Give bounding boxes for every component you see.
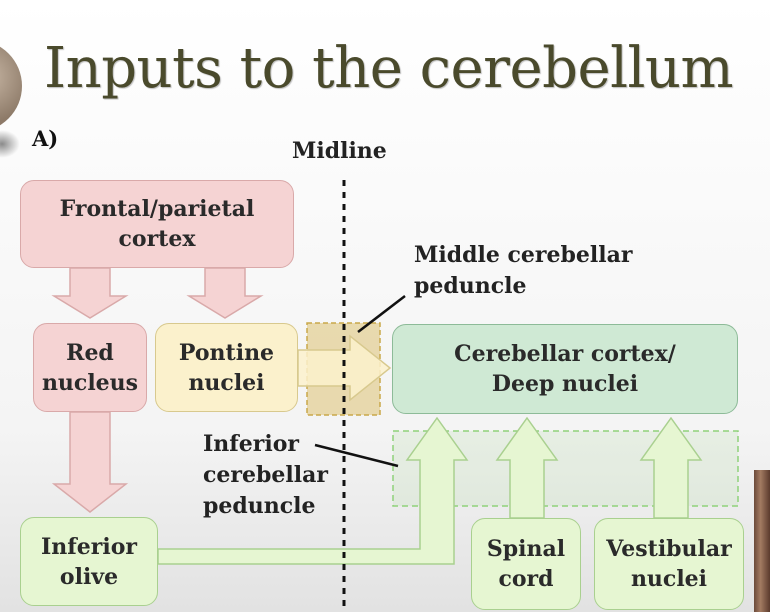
frontal-parietal-cortex-label: Frontal/parietal cortex (59, 196, 255, 252)
cerebellar-cortex-box: Cerebellar cortex/ Deep nuclei (392, 324, 738, 414)
frontal-parietal-cortex-box: Frontal/parietal cortex (20, 180, 294, 268)
vestibular-nuclei-box: Vestibular nuclei (594, 518, 744, 610)
arrow-olive-to-cerebellum (157, 416, 469, 565)
middle-peduncle-leader (357, 295, 406, 333)
vestibular-nuclei-label: Vestibular nuclei (606, 536, 732, 592)
red-nucleus-box: Red nucleus (33, 323, 147, 412)
inferior-peduncle-leader (314, 443, 399, 468)
panel-letter: A) (32, 126, 59, 151)
middle-peduncle-label: Middle cerebellar peduncle (414, 242, 633, 299)
spinal-cord-box: Spinal cord (471, 518, 581, 610)
inferior-olive-label: Inferior olive (41, 533, 137, 590)
arrow-spinal-to-cerebellum (495, 416, 559, 519)
arrow-cortex-to-pontine (186, 267, 264, 319)
spinal-cord-label: Spinal cord (486, 536, 566, 592)
arrow-vestibular-to-cerebellum (639, 416, 703, 519)
inferior-peduncle-label: Inferior cerebellar peduncle (203, 431, 328, 519)
side-photo (754, 470, 770, 612)
pontine-nuclei-label: Pontine nuclei (178, 339, 275, 396)
arrow-red-nucleus-to-olive (51, 411, 129, 513)
midline-label: Midline (292, 138, 387, 164)
slide-title: Inputs to the cerebellum (44, 36, 734, 101)
cerebellar-cortex-label: Cerebellar cortex/ Deep nuclei (454, 341, 676, 397)
brain-shadow (0, 130, 20, 158)
arrow-pontine-to-cerebellum (297, 334, 392, 402)
pontine-nuclei-box: Pontine nuclei (155, 323, 298, 412)
red-nucleus-label: Red nucleus (41, 339, 139, 396)
arrow-cortex-to-red-nucleus (51, 267, 129, 319)
inferior-olive-box: Inferior olive (20, 517, 158, 606)
